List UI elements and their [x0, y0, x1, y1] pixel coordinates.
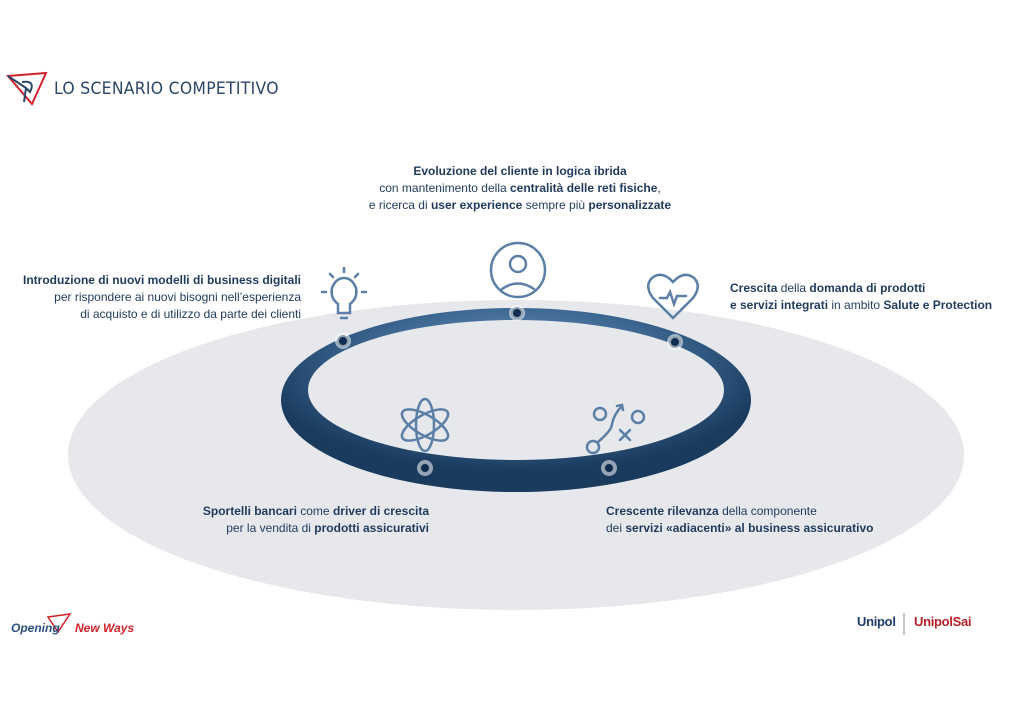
text: domanda di prodotti: [809, 281, 926, 295]
logo-text: Opening: [11, 621, 60, 635]
background-ellipse: [68, 300, 964, 610]
marker-bottom-left: [417, 460, 433, 476]
unipol-logo: Unipol: [857, 614, 896, 629]
atom-icon: [400, 397, 450, 453]
text: personalizzate: [588, 198, 672, 212]
text: Crescente rilevanza: [606, 504, 719, 518]
text: ,: [657, 181, 661, 195]
marker-left: [335, 333, 351, 349]
text: Salute e Protection: [883, 298, 993, 312]
text: prodotti assicurativi: [314, 521, 429, 535]
text: driver di crescita: [332, 504, 429, 518]
text: Crescita: [730, 281, 778, 295]
text-bottom-left: Sportelli bancari come driver di crescit…: [100, 503, 429, 537]
unipolsai-logo: UnipolSai: [914, 614, 972, 629]
marker-top: [509, 305, 525, 321]
text: della componente: [718, 504, 817, 518]
heart-pulse-icon: [647, 273, 699, 320]
logo-icon: [5, 71, 48, 106]
marker-bottom-right: [601, 460, 617, 476]
text: con mantenimento della: [379, 181, 510, 195]
text: dei: [606, 521, 626, 535]
lightbulb-icon: [320, 266, 368, 320]
text: servizi «adiacenti» al business assicura…: [625, 521, 874, 535]
opening-new-ways-logo: Opening New Ways: [11, 621, 134, 635]
page-title: LO SCENARIO COMPETITIVO: [54, 79, 279, 99]
text: Introduzione di nuovi modelli di busines…: [22, 273, 301, 287]
text: in ambito: [828, 298, 884, 312]
text-right: Crescita della domanda di prodotti e ser…: [730, 280, 992, 314]
text: centralità delle reti fisiche: [510, 181, 658, 195]
text: di acquisto e di utilizzo da parte dei c…: [80, 307, 301, 321]
text: per rispondere ai nuovi bisogni nell’esp…: [54, 290, 301, 304]
text-top-line1: Evoluzione del cliente in logica ibrida: [413, 164, 627, 178]
text: user experience: [430, 198, 523, 212]
text: per la vendita di: [226, 521, 315, 535]
text: Sportelli bancari: [202, 504, 297, 518]
text: e ricerca di: [368, 198, 431, 212]
text: sempre più: [522, 198, 589, 212]
user-circle-icon: [489, 241, 547, 299]
text: come: [296, 504, 333, 518]
text: della: [777, 281, 810, 295]
text: e servizi integrati: [730, 298, 829, 312]
logo-text: New Ways: [75, 621, 135, 635]
text-top: Evoluzione del cliente in logica ibrida …: [320, 163, 720, 214]
text-left: Introduzione di nuovi modelli di busines…: [0, 272, 301, 323]
marker-right: [667, 334, 683, 350]
strategy-icon: [585, 403, 646, 455]
opening-logo-mark: [46, 613, 72, 634]
text-bottom-right: Crescente rilevanza della componente dei…: [606, 503, 874, 537]
